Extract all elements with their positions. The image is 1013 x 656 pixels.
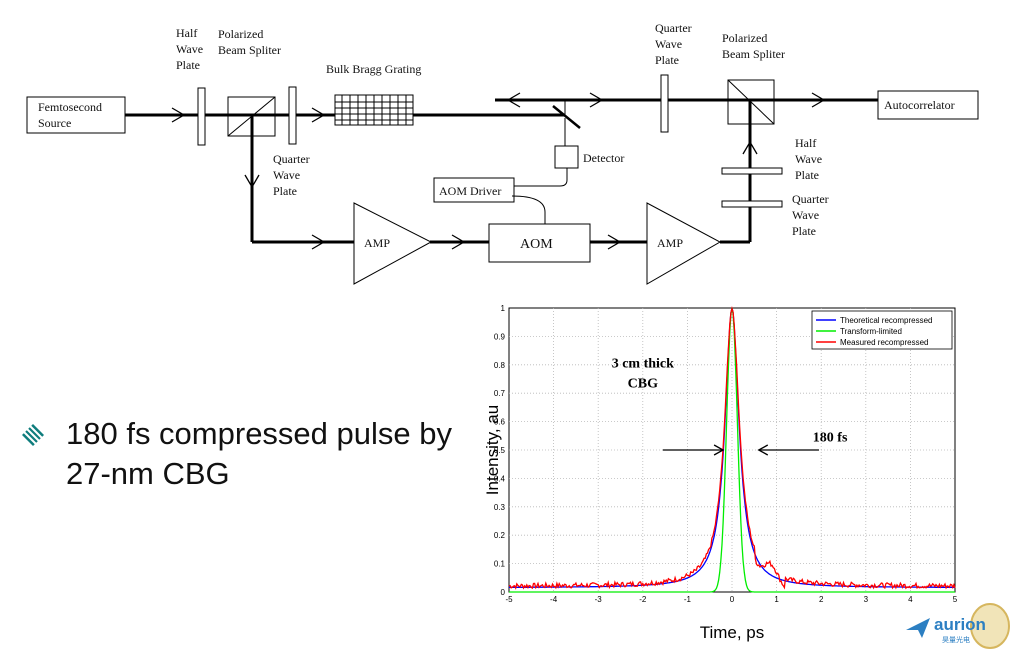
femtosecond-source-label-2: Source — [38, 116, 71, 130]
y-tick-label: 0.7 — [494, 389, 506, 398]
svg-text:昊量光电: 昊量光电 — [942, 635, 970, 644]
qwp-left-label-1: Quarter — [273, 152, 310, 166]
autocorrelator-label: Autocorrelator — [884, 98, 955, 112]
pbs1-label-2: Beam Spliter — [218, 43, 281, 57]
bragg-label: Bulk Bragg Grating — [326, 62, 421, 76]
x-tick-label: 5 — [953, 595, 958, 604]
qwp-right-label-1: Quarter — [792, 192, 829, 206]
aom-driver-box — [433, 177, 515, 203]
qwp-right-label-3: Plate — [792, 224, 816, 238]
amp1-label: AMP — [364, 236, 390, 250]
diamond-stripes-icon — [22, 424, 44, 446]
aom-box — [488, 223, 591, 263]
y-tick-label: 0.2 — [494, 531, 506, 540]
mirror — [552, 105, 581, 129]
autocorrelator-box — [877, 90, 979, 120]
legend-label: Transform-limited — [840, 327, 902, 336]
beam-splitter-2 — [727, 79, 775, 125]
optical-setup-diagram: Femtosecond Source Half Wave Plate Polar… — [26, 21, 979, 285]
y-tick-label: 0 — [501, 588, 506, 597]
fwhm-arrowhead — [713, 444, 725, 456]
y-tick-label: 0.3 — [494, 503, 506, 512]
grid — [509, 308, 955, 592]
y-axis-label: Intensity, au — [483, 405, 502, 495]
pbs2-label-2: Beam Spliter — [722, 47, 785, 61]
x-tick-label: 3 — [864, 595, 869, 604]
x-tick-label: 2 — [819, 595, 824, 604]
qwp-left-label-2: Wave — [273, 168, 300, 182]
hwp-right-label-3: Plate — [795, 168, 819, 182]
hwp1-label-3: Plate — [176, 58, 200, 72]
femtosecond-source-label-1: Femtosecond — [38, 100, 102, 114]
hwp-right-label-2: Wave — [795, 152, 822, 166]
qwp-top-label-3: Plate — [655, 53, 679, 67]
y-tick-label: 0.8 — [494, 361, 506, 370]
femtosecond-source-box — [26, 96, 126, 134]
aurion-logo: aurion 昊量光电 — [906, 603, 1010, 649]
y-tick-label: 1 — [501, 304, 506, 313]
chart-annotation: CBG — [628, 377, 658, 392]
legend: Theoretical recompressedTransform-limite… — [811, 310, 953, 350]
x-tick-label: -1 — [684, 595, 692, 604]
x-tick-label: -4 — [550, 595, 558, 604]
y-tick-label: 0.6 — [494, 418, 506, 427]
x-tick-label: -2 — [639, 595, 647, 604]
quarter-wave-plate-top — [660, 74, 669, 133]
amplifier-1 — [353, 202, 433, 285]
x-tick-label: -5 — [505, 595, 513, 604]
beam-splitter-1 — [227, 96, 276, 137]
qwp-top-label-2: Wave — [655, 37, 682, 51]
hwp1-label-2: Wave — [176, 42, 203, 56]
y-tick-label: 0.1 — [494, 560, 506, 569]
qwp-right-label-2: Wave — [792, 208, 819, 222]
x-tick-label: -3 — [595, 595, 603, 604]
amp2-label: AMP — [657, 236, 683, 250]
bragg-grating — [334, 94, 414, 126]
y-tick-label: 0.5 — [494, 446, 506, 455]
hwp-right-label-1: Half — [795, 136, 816, 150]
pbs2-label-1: Polarized — [722, 31, 767, 45]
amplifier-2 — [646, 202, 722, 285]
aom-driver-label: AOM Driver — [439, 184, 501, 198]
series — [508, 306, 956, 593]
x-axis-label: Time, ps — [700, 623, 765, 642]
legend-label: Theoretical recompressed — [840, 316, 932, 325]
fwhm-arrowhead — [757, 444, 769, 456]
ticks: -5 -4 -3 -2 -1 0 1 2 3 4 5 0 0.1 0.2 0.3 0.4 0.5 0.6 0.7 0.… — [494, 304, 958, 604]
qwp-top-label-1: Quarter — [655, 21, 692, 35]
quarter-wave-plate-left — [288, 86, 297, 145]
bullet-text: 180 fs compressed pulse by 27-nm CBG — [66, 416, 452, 491]
detector-label: Detector — [583, 151, 624, 165]
hwp1-label-1: Half — [176, 26, 197, 40]
aom-label: AOM — [520, 237, 553, 252]
x-tick-label: 4 — [908, 595, 913, 604]
paper-plane-icon — [906, 618, 930, 638]
quarter-wave-plate-right — [721, 200, 783, 208]
pulse-intensity-chart: -5 -4 -3 -2 -1 0 1 2 3 4 5 0 0.1 0.2 0.3 0.4 0.5 0.6 0.7 0.… — [483, 304, 958, 642]
pbs1-label-1: Polarized — [218, 27, 263, 41]
x-tick-label: 1 — [774, 595, 779, 604]
half-wave-plate-1 — [197, 87, 206, 146]
chart-annotation: 3 cm thick — [612, 357, 674, 372]
y-tick-label: 0.9 — [494, 332, 506, 341]
half-wave-plate-right — [721, 167, 783, 175]
series-line-2 — [508, 306, 956, 590]
y-tick-label: 0.4 — [494, 474, 506, 483]
legend-label: Measured recompressed — [840, 338, 928, 347]
svg-text:aurion: aurion — [934, 615, 986, 634]
x-tick-label: 0 — [730, 595, 735, 604]
chart-annotation: 180 fs — [813, 430, 848, 445]
beam-arrows — [171, 92, 826, 250]
qwp-left-label-3: Plate — [273, 184, 297, 198]
detector-box — [554, 145, 579, 169]
